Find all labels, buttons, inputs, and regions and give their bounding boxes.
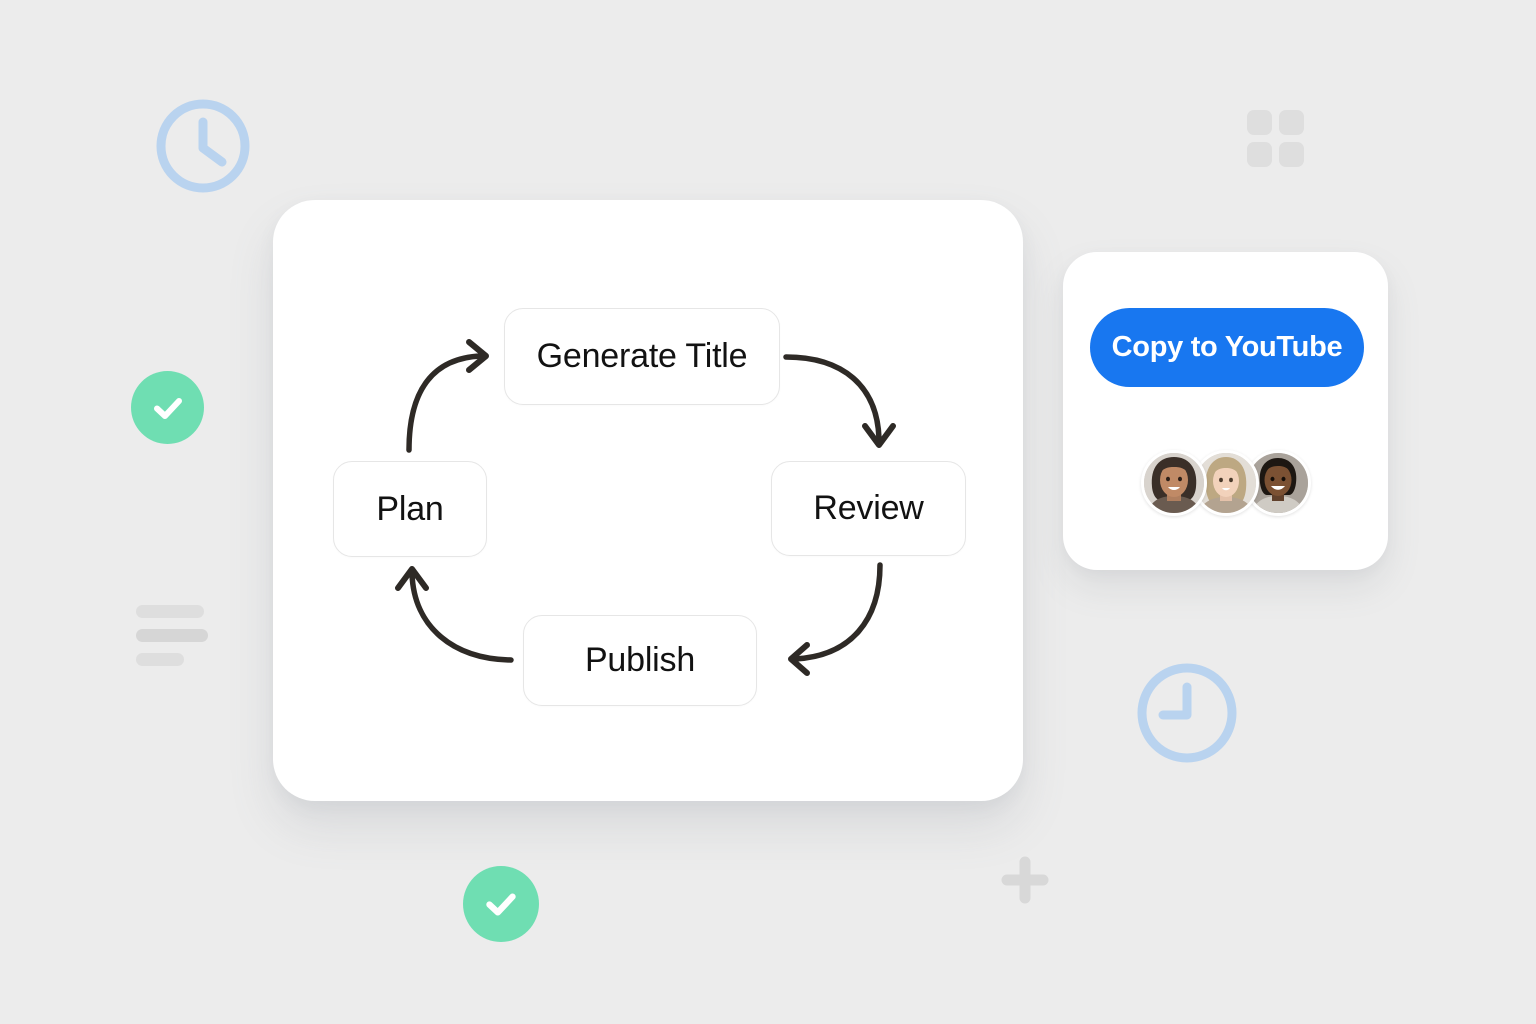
grid-cell: [1279, 110, 1304, 135]
check-icon: [153, 397, 182, 419]
avatar-group: [1063, 450, 1388, 516]
copy-to-youtube-label: Copy to YouTube: [1111, 331, 1343, 363]
node-generate-title[interactable]: Generate Title: [504, 308, 780, 405]
list-line: [136, 605, 204, 618]
node-label: Generate Title: [536, 337, 748, 375]
check-icon: [486, 893, 516, 916]
node-publish[interactable]: Publish: [523, 615, 757, 706]
copy-to-youtube-button[interactable]: Copy to YouTube: [1090, 308, 1364, 387]
clock-icon-bottom-right: [1133, 659, 1241, 772]
check-circle-left: [131, 371, 204, 444]
check-circle-bottom: [463, 866, 539, 942]
list-line: [136, 653, 184, 666]
node-label: Review: [813, 489, 924, 527]
grid-cell: [1247, 142, 1272, 167]
grid-cell: [1247, 110, 1272, 135]
list-lines-icon-left: [136, 605, 208, 666]
node-plan[interactable]: Plan: [333, 461, 487, 557]
grid-icon-top-right: [1247, 110, 1304, 167]
grid-cell: [1279, 142, 1304, 167]
node-label: Publish: [584, 641, 696, 679]
clock-icon-top-left: [153, 96, 253, 201]
avatar-person-3[interactable]: [1244, 450, 1311, 516]
share-card: Copy to YouTube: [1063, 252, 1388, 570]
plus-icon-bottom: [999, 854, 1051, 906]
avatar-person-1[interactable]: [1140, 450, 1207, 516]
node-review[interactable]: Review: [771, 461, 966, 556]
list-line: [136, 629, 208, 642]
node-label: Plan: [376, 489, 444, 528]
